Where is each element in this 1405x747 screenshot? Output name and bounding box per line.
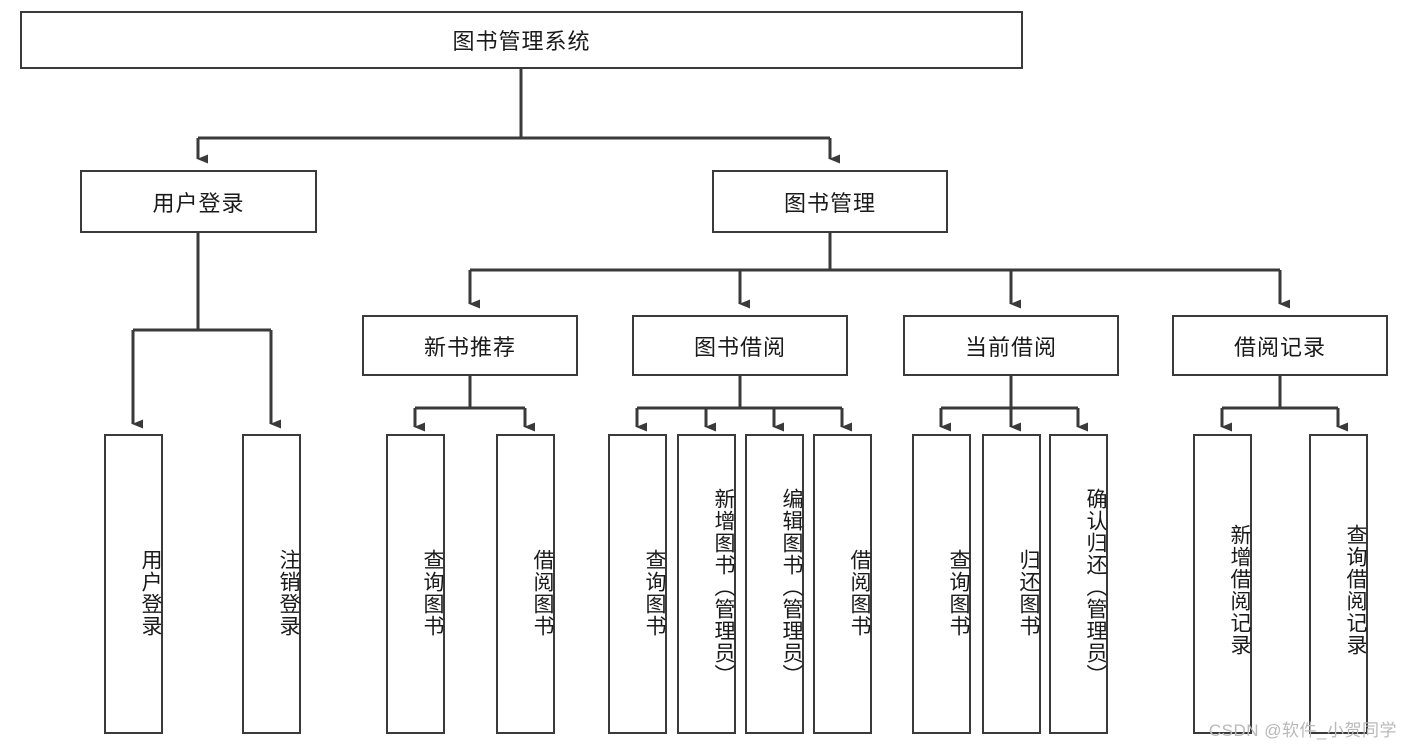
- node-current-borrow[interactable]: 当前借阅: [903, 315, 1119, 376]
- node-leaf-query-record-label: 查询借阅记录: [1344, 524, 1367, 656]
- node-leaf-return-book[interactable]: 归还图书: [982, 434, 1041, 734]
- edges-userlogin-to-leaves: [131, 233, 281, 429]
- node-book-management[interactable]: 图书管理: [712, 170, 948, 233]
- edges-bookmgmt-to-level3: [468, 233, 1290, 309]
- edges-root-to-level2: [196, 69, 840, 164]
- node-leaf-edit-book[interactable]: 编辑图书（管理员）: [745, 434, 804, 734]
- node-leaf-confirm-return[interactable]: 确认归还（管理员）: [1049, 434, 1108, 734]
- node-leaf-borrow-book-2-label: 借阅图书: [848, 549, 871, 637]
- node-book-borrow[interactable]: 图书借阅: [632, 315, 848, 376]
- node-leaf-add-record-label: 新增借阅记录: [1228, 524, 1251, 656]
- node-leaf-edit-book-label: 编辑图书（管理员）: [780, 488, 803, 686]
- node-new-book-recommend-label: 新书推荐: [423, 334, 516, 360]
- edges-newbook-to-leaves: [413, 376, 535, 432]
- edges-currentborrow-to-leaves: [939, 376, 1088, 432]
- node-leaf-user-login-label: 用户登录: [139, 549, 162, 637]
- node-new-book-recommend[interactable]: 新书推荐: [362, 315, 578, 376]
- node-user-login[interactable]: 用户登录: [80, 170, 317, 233]
- edges-bookborrow-to-leaves: [635, 376, 852, 432]
- node-user-login-label: 用户登录: [152, 190, 245, 216]
- node-current-borrow-label: 当前借阅: [964, 334, 1057, 360]
- node-borrow-record[interactable]: 借阅记录: [1172, 315, 1388, 376]
- node-leaf-borrow-book-1[interactable]: 借阅图书: [496, 434, 555, 734]
- node-leaf-logout-login-label: 注销登录: [277, 549, 300, 637]
- csdn-watermark: CSDN @软件_小贺同学: [1208, 721, 1397, 740]
- node-leaf-query-book-3-label: 查询图书: [947, 549, 970, 637]
- node-leaf-add-book-label: 新增图书（管理员）: [712, 488, 735, 686]
- node-root-label: 图书管理系统: [452, 29, 591, 54]
- node-leaf-query-book-1[interactable]: 查询图书: [386, 434, 445, 734]
- node-leaf-query-book-1-label: 查询图书: [421, 549, 444, 637]
- node-leaf-borrow-book-1-label: 借阅图书: [531, 549, 554, 637]
- node-leaf-query-book-2[interactable]: 查询图书: [608, 434, 667, 734]
- node-leaf-query-book-3[interactable]: 查询图书: [912, 434, 971, 734]
- node-leaf-borrow-book-2[interactable]: 借阅图书: [813, 434, 872, 734]
- node-leaf-query-record[interactable]: 查询借阅记录: [1309, 434, 1368, 734]
- node-leaf-add-record[interactable]: 新增借阅记录: [1193, 434, 1252, 734]
- node-book-management-label: 图书管理: [783, 190, 876, 216]
- node-root[interactable]: 图书管理系统: [20, 11, 1023, 69]
- node-book-borrow-label: 图书借阅: [693, 334, 786, 360]
- node-leaf-return-book-label: 归还图书: [1017, 549, 1040, 637]
- node-leaf-user-login[interactable]: 用户登录: [104, 434, 163, 734]
- edges-borrowrecord-to-leaves: [1220, 376, 1348, 432]
- node-leaf-logout-login[interactable]: 注销登录: [242, 434, 301, 734]
- node-borrow-record-label: 借阅记录: [1233, 334, 1326, 360]
- node-leaf-query-book-2-label: 查询图书: [643, 549, 666, 637]
- node-leaf-confirm-return-label: 确认归还（管理员）: [1084, 488, 1107, 686]
- node-leaf-add-book[interactable]: 新增图书（管理员）: [677, 434, 736, 734]
